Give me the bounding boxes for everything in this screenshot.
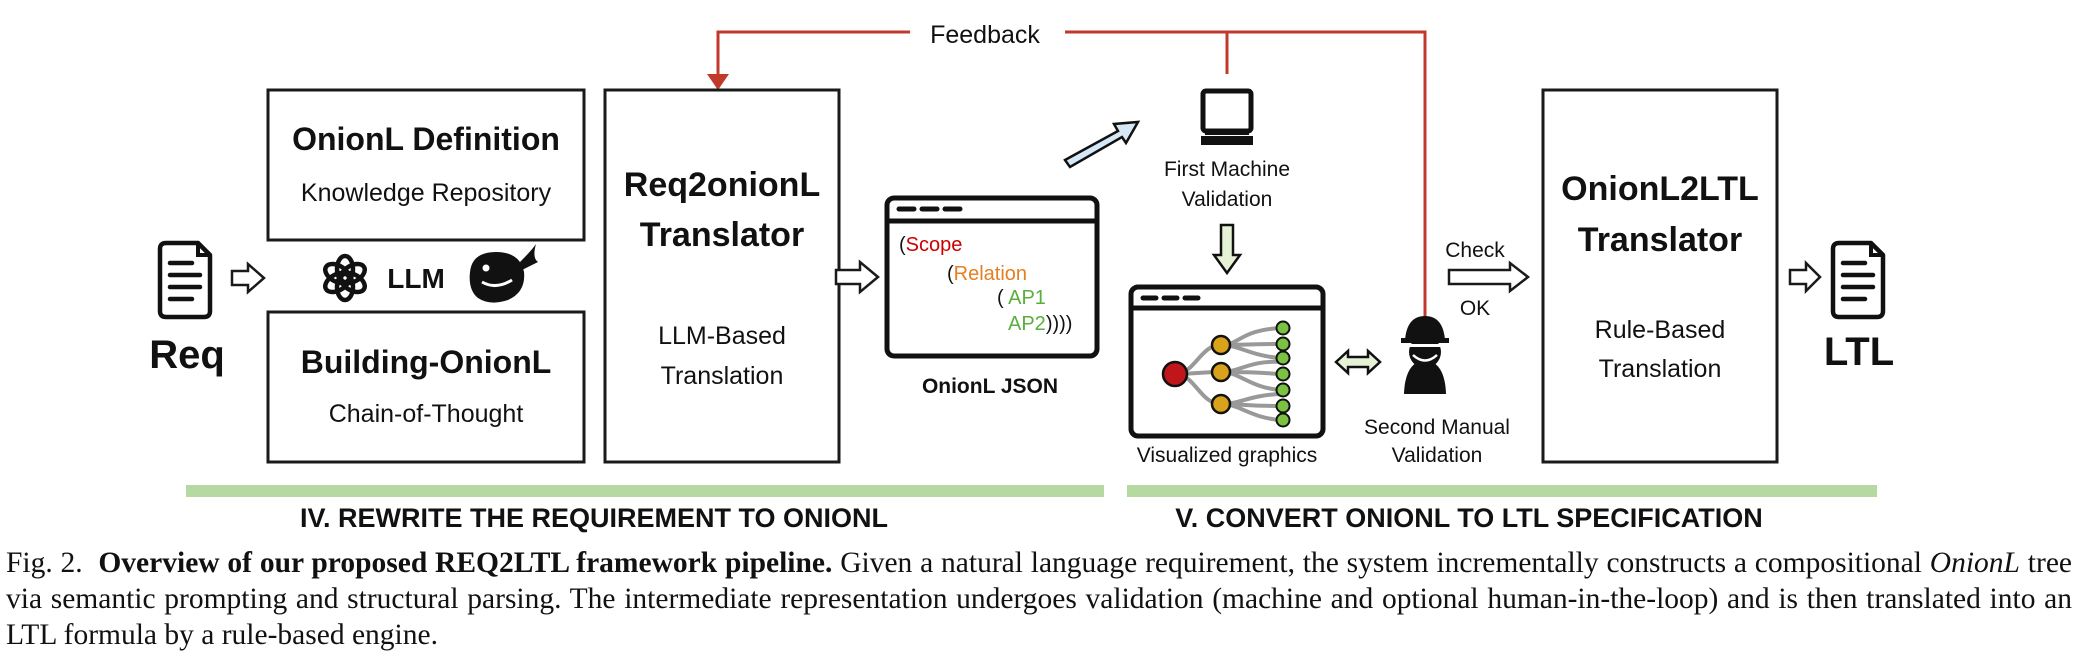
req2onionl-desc-line2: Translation [661, 362, 784, 390]
caption-prefix: Fig. 2. [6, 547, 83, 579]
json-window-label: OnionL JSON [922, 375, 1058, 398]
whale-logo-icon [469, 244, 538, 303]
section-rewrite-bar [186, 485, 1104, 497]
section-rewrite: IV. REWRITE THE REQUIREMENT TO ONIONL [186, 485, 1104, 533]
ltl-arrow [1788, 259, 1822, 295]
building-onionl-title: Building-OnionL [301, 344, 552, 380]
section-convert-label: V. CONVERT ONIONL TO LTL SPECIFICATION [1175, 503, 1763, 533]
caption-text-2: tree via semantic prompting and structur… [6, 547, 2073, 651]
section-rewrite-label: IV. REWRITE THE REQUIREMENT TO ONIONL [300, 503, 888, 533]
feedback-line-left [716, 30, 910, 78]
llm-row: LLM [323, 244, 538, 303]
onionl-definition-title: OnionL Definition [292, 121, 560, 157]
computer-monitor-icon [1200, 88, 1254, 145]
visual-manual-double-arrow [1334, 348, 1382, 376]
req2onionl-desc-line1: LLM-Based [658, 322, 786, 350]
req2onionl-title-line1: Req2onionL [624, 166, 820, 204]
tree-graph-icon [1161, 320, 1291, 428]
validation-down-arrow [1211, 223, 1243, 276]
json-line-scope: (Scope [899, 234, 962, 256]
req2onionl-title-line2: Translator [640, 216, 804, 254]
visualized-graphics-label: Visualized graphics [1137, 444, 1318, 467]
onionl-definition-box: OnionL Definition Knowledge Repository [266, 88, 586, 242]
section-convert: V. CONVERT ONIONL TO LTL SPECIFICATION [1127, 485, 1877, 533]
second-validation: Second Manual Validation [1364, 316, 1510, 467]
ltl-output: LTL [1824, 240, 1894, 374]
document-icon [1830, 240, 1886, 320]
check-ok: Check OK [1445, 239, 1531, 320]
first-validation-line1: First Machine [1164, 158, 1290, 181]
onionl2ltl-desc-line1: Rule-Based [1595, 316, 1726, 344]
building-onionl-box: Building-OnionL Chain-of-Thought [266, 310, 586, 464]
second-validation-line1: Second Manual [1364, 416, 1510, 439]
second-validation-line2: Validation [1392, 444, 1483, 467]
onionl2ltl-title-line2: Translator [1578, 221, 1742, 259]
openai-logo-icon [323, 253, 367, 303]
first-validation-line2: Validation [1182, 188, 1273, 211]
json-window: (Scope (Relation ( AP1 AP2)))) OnionL JS… [884, 195, 1100, 398]
figure-caption: Fig. 2. Overview of our proposed REQ2LTL… [6, 545, 2072, 653]
caption-bold-title: Overview of our proposed REQ2LTL framewo… [98, 547, 833, 579]
feedback-loop: Feedback [707, 21, 1427, 325]
feedback-line-right [1065, 30, 1427, 325]
engineer-icon [1401, 316, 1449, 394]
feedback-arrowhead [707, 74, 729, 90]
ltl-label: LTL [1824, 330, 1894, 374]
section-convert-bar [1127, 485, 1877, 497]
req2onionl-box: Req2onionL Translator LLM-Based Translat… [603, 88, 841, 464]
building-onionl-subtitle: Chain-of-Thought [329, 400, 524, 428]
onionl-definition-subtitle: Knowledge Repository [301, 179, 552, 207]
json-to-monitor-arrow [1063, 120, 1141, 169]
caption-italic: OnionL [1929, 547, 2020, 579]
ok-label: OK [1460, 297, 1490, 320]
onionl2ltl-title-line1: OnionL2LTL [1561, 170, 1759, 208]
caption-text-1: Given a natural language requirement, th… [832, 547, 1930, 579]
translator-to-json-arrow [834, 259, 880, 295]
visualized-graphics: Visualized graphics [1128, 284, 1326, 467]
onionl2ltl-desc-line2: Translation [1599, 355, 1722, 383]
json-line-ap2: AP2)))) [1008, 313, 1072, 335]
json-line-relation: (Relation [947, 263, 1027, 285]
check-label: Check [1445, 239, 1505, 262]
json-line-ap1: ( AP1 [997, 287, 1046, 309]
document-icon [157, 240, 213, 320]
onionl2ltl-box: OnionL2LTL Translator Rule-Based Transla… [1541, 88, 1779, 464]
first-validation: First Machine Validation [1164, 88, 1290, 211]
req-input: Req [149, 240, 225, 377]
check-arrow [1447, 260, 1531, 294]
req-label: Req [149, 333, 225, 377]
feedback-label: Feedback [930, 21, 1040, 49]
llm-label: LLM [387, 263, 445, 294]
req-arrow [230, 261, 266, 295]
